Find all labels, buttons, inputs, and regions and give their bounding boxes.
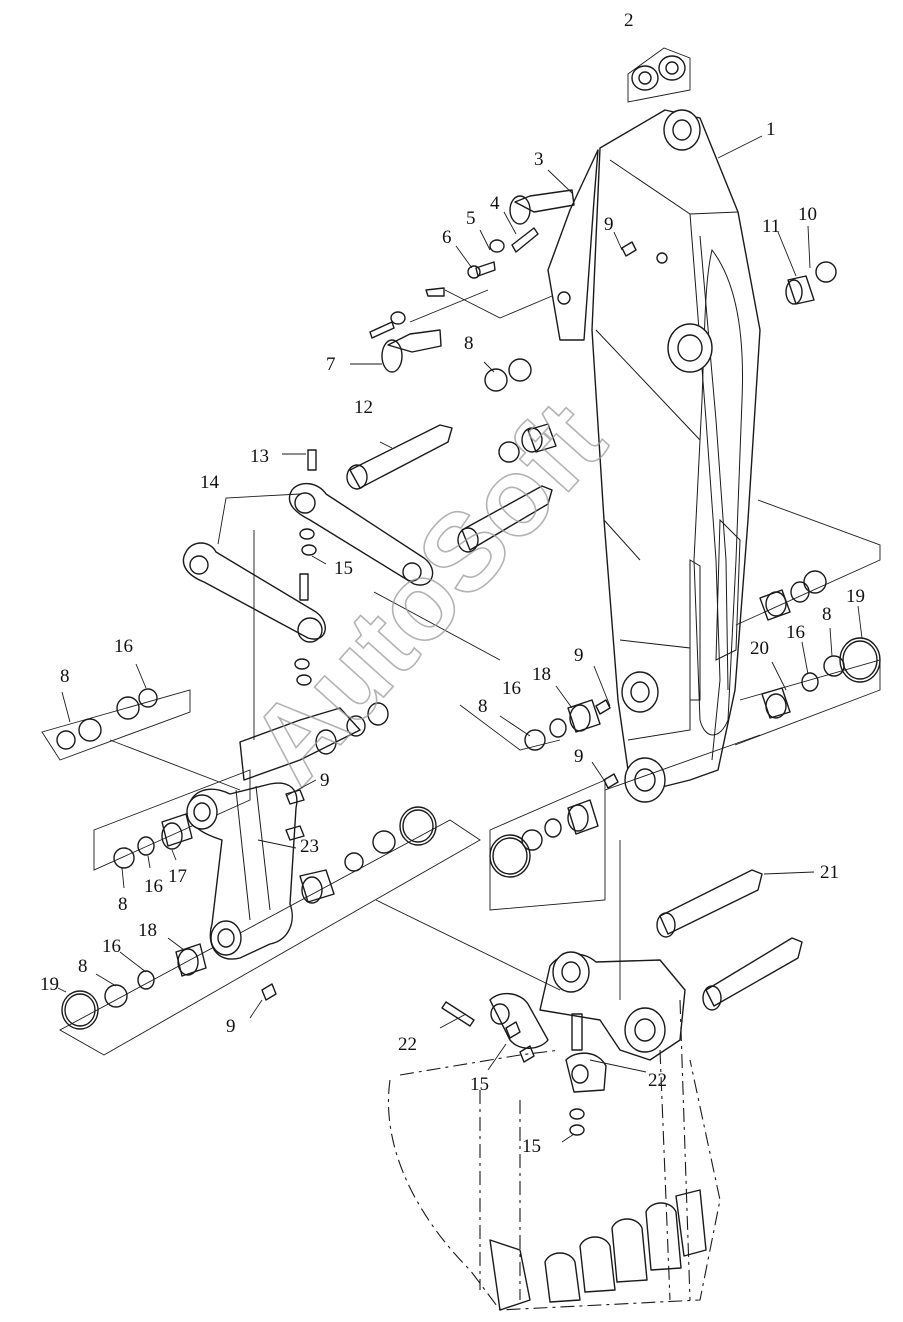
bucket-link-23	[186, 702, 389, 1001]
callout-22-right: 22	[648, 1070, 667, 1091]
callout-21: 21	[820, 862, 839, 883]
watermark: AutoSoft	[226, 378, 630, 807]
callout-19-left: 19	[40, 974, 59, 995]
callout-5: 5	[466, 208, 476, 229]
svg-text:AutoSoft: AutoSoft	[226, 379, 628, 806]
callout-16-left-mid: 16	[144, 876, 163, 897]
callout-22-left: 22	[398, 1034, 417, 1055]
callout-15-link: 15	[334, 558, 353, 579]
callout-8-left-low: 8	[78, 956, 88, 977]
callout-7: 7	[326, 354, 336, 375]
callout-labels: 1 2 3 4 5 6 7 8 9 10 11 12 13 14 15 8 16…	[40, 10, 865, 1157]
link-pins	[307, 424, 553, 553]
callout-16-right: 16	[786, 622, 805, 643]
callout-10: 10	[798, 204, 817, 225]
upper-small-parts	[369, 47, 837, 463]
left-upper-washers	[56, 688, 158, 750]
callout-16-left-low: 16	[102, 936, 121, 957]
left-lower-seals	[61, 806, 437, 1030]
callout-23: 23	[300, 836, 319, 857]
assembly-guide-lines	[41, 499, 881, 1056]
middle-bushings	[489, 241, 637, 878]
callout-9-mid-b: 9	[574, 746, 584, 767]
callout-8-left-top: 8	[60, 666, 70, 687]
callout-1: 1	[766, 119, 776, 140]
callout-18-left: 18	[138, 920, 157, 941]
arm-part-1	[557, 109, 761, 803]
callout-4: 4	[490, 193, 500, 214]
callout-16-mid: 16	[502, 678, 521, 699]
callout-3: 3	[534, 149, 544, 170]
callout-14: 14	[200, 472, 220, 493]
callout-12: 12	[354, 397, 373, 418]
callout-leaders	[57, 135, 863, 1143]
callout-9-link: 9	[320, 770, 330, 791]
callout-8-upper: 8	[464, 333, 474, 354]
callout-11: 11	[762, 216, 780, 237]
callout-16-left-top: 16	[114, 636, 133, 657]
callout-8-left-mid: 8	[118, 894, 128, 915]
bucket	[388, 951, 721, 1311]
callout-15-bucket-a: 15	[470, 1074, 489, 1095]
callout-19-right: 19	[846, 586, 865, 607]
callout-17: 17	[168, 866, 187, 887]
callout-13: 13	[250, 446, 269, 467]
callout-9-upper: 9	[604, 214, 614, 235]
right-seals-bushings	[759, 570, 881, 719]
callout-20: 20	[750, 638, 769, 659]
callout-15-bucket-b: 15	[522, 1136, 541, 1157]
link-assembly-14	[182, 483, 434, 686]
callout-8-mid: 8	[478, 696, 488, 717]
callout-2: 2	[624, 10, 634, 31]
callout-18-mid: 18	[532, 664, 551, 685]
callout-8-right: 8	[822, 604, 832, 625]
callout-9-low: 9	[226, 1016, 236, 1037]
callout-9-mid-a: 9	[574, 645, 584, 666]
bucket-pins-21	[656, 869, 803, 1011]
boom-end-plate	[547, 149, 599, 341]
callout-6: 6	[442, 227, 452, 248]
